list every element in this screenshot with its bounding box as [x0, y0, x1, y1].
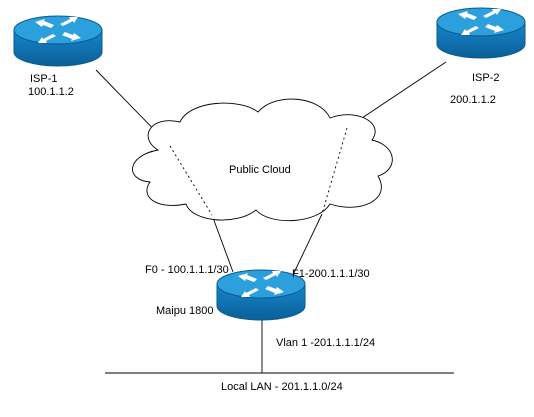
cloud-icon: [132, 98, 393, 222]
lan-label: Local LAN - 201.1.1.0/24: [221, 381, 343, 393]
interface-f1: F1-200.1.1.1/30: [292, 268, 370, 280]
isp1-router-icon: [13, 15, 103, 67]
interface-f0: F0 - 100.1.1.1/30: [145, 264, 229, 276]
link-cloud-router-f0: [211, 214, 234, 273]
isp2-name: ISP-2: [472, 72, 500, 84]
interface-vlan1: Vlan 1 -201.1.1.1/24: [276, 337, 376, 349]
isp2-router-icon: [436, 7, 526, 59]
router-name: Maipu 1800: [156, 305, 214, 317]
link-isp2-cloud: [346, 61, 447, 129]
link-cloud-router-f1: [291, 213, 323, 278]
isp1-name: ISP-1: [30, 73, 58, 85]
isp1-ip: 100.1.1.2: [28, 86, 74, 98]
cloud-label: Public Cloud: [229, 164, 291, 176]
isp2-ip: 200.1.1.2: [450, 94, 496, 106]
